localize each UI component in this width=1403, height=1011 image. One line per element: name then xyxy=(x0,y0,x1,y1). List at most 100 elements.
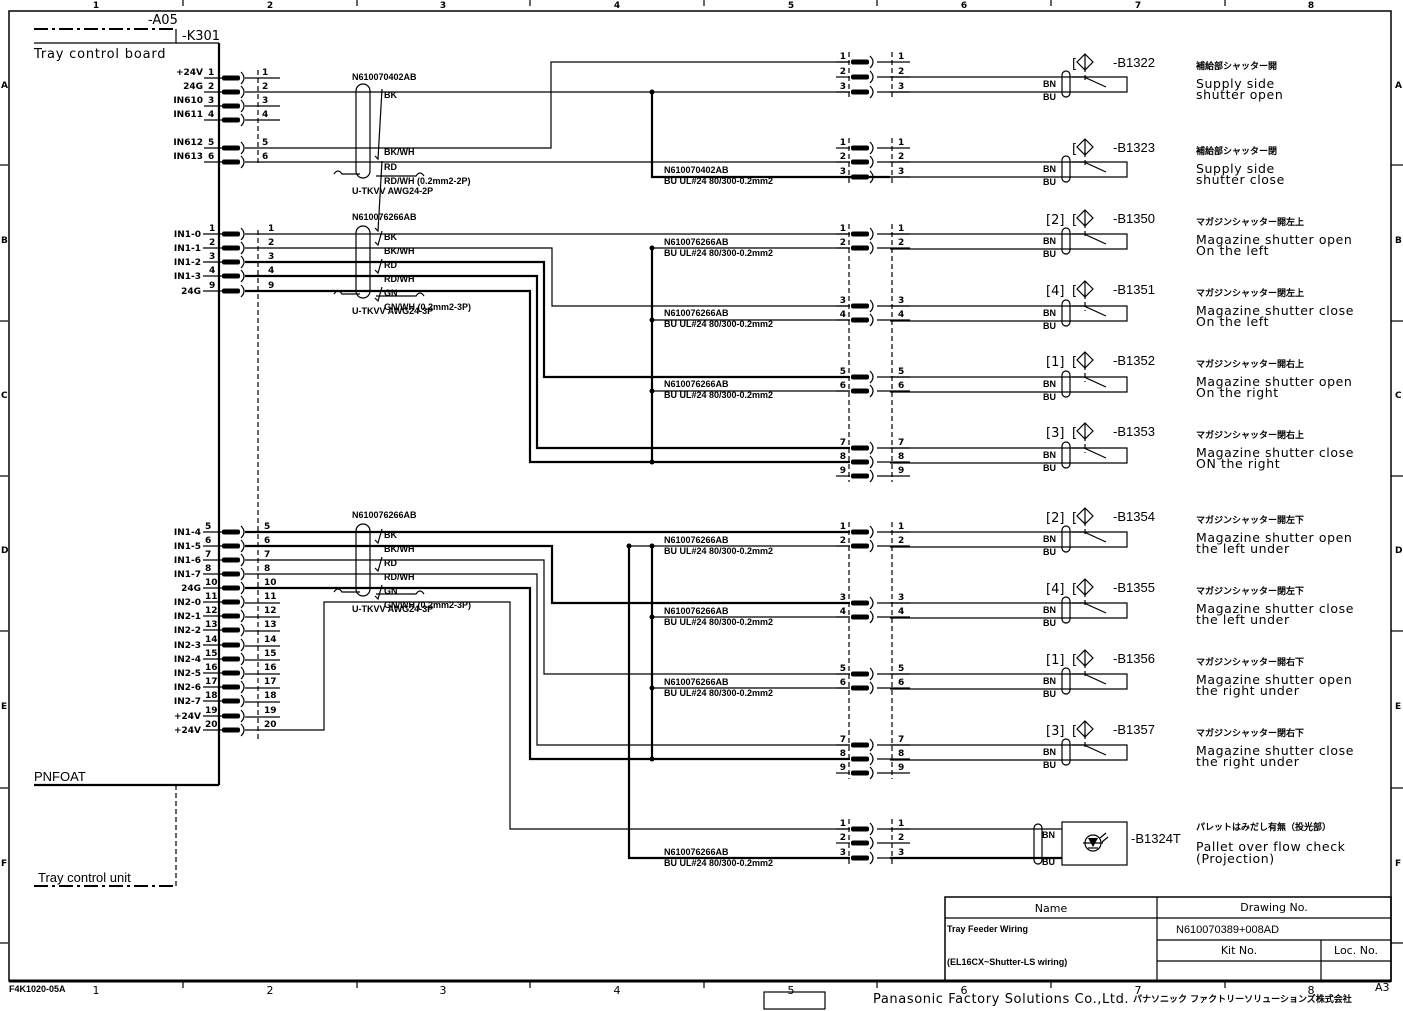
relay-pin-number: 7 xyxy=(840,438,846,448)
pin-body xyxy=(851,59,869,65)
photo-sensor-b1324t: -B1324T パレットはみだし有無（投光部） Pallet over flow… xyxy=(1033,821,1345,867)
kit-no-header: Kit No. xyxy=(1221,944,1257,957)
exin-signal: 24G xyxy=(181,287,201,297)
connector-pin xyxy=(222,666,245,680)
pin-socket xyxy=(240,539,245,553)
cable-part-number: N610076266AB xyxy=(352,212,417,222)
relay-pin-number: 9 xyxy=(840,466,846,476)
sensor-desc-line1: Magazine shutter close xyxy=(1196,743,1354,758)
exin-pin-number: 16 xyxy=(205,663,218,673)
relay-pin-number: 5 xyxy=(840,664,846,674)
wire-tag-bn: BN xyxy=(1043,450,1056,460)
sensor-index: [2] xyxy=(1046,511,1064,526)
sensor-cable-sleeve xyxy=(1061,441,1071,469)
bracket-glyph: [ xyxy=(1072,57,1077,72)
relay-pin-number: 1 xyxy=(840,52,846,62)
connector-pin xyxy=(222,581,245,595)
sensor-desc-line1: Magazine shutter open xyxy=(1196,672,1352,687)
sensor-desc-line1: Magazine shutter open xyxy=(1196,374,1352,389)
pin-body xyxy=(222,557,240,563)
column-label-top: 2 xyxy=(267,1,273,11)
relay-pin-number: 1 xyxy=(898,138,904,148)
pin-body xyxy=(222,684,240,690)
column-label-bottom: 4 xyxy=(614,984,621,997)
relay-pin-number: 2 xyxy=(898,67,904,77)
relay-pin-number: 2 xyxy=(898,536,904,546)
sensor-desc-line2: the left under xyxy=(1196,612,1290,627)
bu-wire-part: N610070402AB xyxy=(664,165,729,175)
sensor-desc-line2: ON the right xyxy=(1196,456,1280,471)
exin-signal: +24V xyxy=(174,712,201,722)
sensor-desc-jp: 補給部シャッター開 xyxy=(1195,60,1277,72)
pin-body xyxy=(851,543,869,549)
photo-sensor-desc-2: (Projection) xyxy=(1196,851,1275,866)
in2-signal: 24G xyxy=(183,82,203,92)
relay-pin-number: 6 xyxy=(898,678,904,688)
twisted-pair-mark xyxy=(374,230,383,247)
exink301-pin-number: 15 xyxy=(264,649,277,659)
relay-pin-number: 2 xyxy=(840,67,846,77)
column-label-top: 3 xyxy=(440,1,446,11)
junction-dot xyxy=(649,685,655,691)
pin-body xyxy=(851,600,869,606)
sensor-index: [2] xyxy=(1046,213,1064,228)
column-label-bottom: 7 xyxy=(1135,984,1142,997)
relay-pin-number: 1 xyxy=(898,224,904,234)
twisted-pair-mark xyxy=(374,584,383,601)
exin-signal: IN1-0 xyxy=(174,230,201,240)
sensor-loop xyxy=(890,233,1128,250)
in2-signal: IN612 xyxy=(173,138,203,148)
footer: F4K1020-05A A3 Panasonic Factory Solutio… xyxy=(9,981,1390,1010)
row-label-left: C xyxy=(1,391,8,401)
sensor-ref: -B1357 xyxy=(1113,722,1155,737)
wire-tag-bn: BN xyxy=(1043,534,1056,544)
connector-pin xyxy=(222,227,245,241)
pin-body xyxy=(222,259,240,265)
wire-color-label: RD xyxy=(384,260,397,270)
form-code: F4K1020-05A xyxy=(9,984,66,994)
sensor-ref: -B1323 xyxy=(1113,140,1155,155)
drawing-no-header: Drawing No. xyxy=(1240,901,1308,914)
relay-pin-number: 3 xyxy=(840,82,846,92)
pin-socket xyxy=(869,766,874,780)
wire-color-label: BK/WH xyxy=(384,544,415,554)
in2-signal: IN610 xyxy=(173,96,203,106)
wire-tag-bu: BU xyxy=(1043,463,1056,473)
exin-signal: IN1-3 xyxy=(174,272,201,282)
wire-color-label: RD/WH xyxy=(384,274,415,284)
connector-pin xyxy=(851,227,874,241)
relay-pin-number: 5 xyxy=(840,367,846,377)
drawing-frame xyxy=(8,10,1392,983)
twisted-pair-mark xyxy=(374,258,383,275)
relay-pin-number: 1 xyxy=(840,138,846,148)
company-name-jp: パナソニック ファクトリーソリューションズ株式会社 xyxy=(1133,993,1352,1005)
relay-pin-number: 7 xyxy=(898,438,904,448)
in2-pin-number: 1 xyxy=(208,68,214,78)
pin-body xyxy=(222,273,240,279)
exin-signal: IN2-0 xyxy=(174,598,201,608)
wire-color-label: GN xyxy=(384,288,398,298)
pin-socket xyxy=(240,241,245,255)
wire-in612 xyxy=(245,61,850,149)
proximity-sensor-icon: [ xyxy=(1072,351,1094,370)
bu-wire-part: N610076266AB xyxy=(664,847,729,857)
bracket-glyph: [ xyxy=(1072,582,1077,597)
wire-color-label: BK xyxy=(384,530,397,540)
pin-socket xyxy=(869,155,874,169)
pin-body xyxy=(851,742,869,748)
pin-socket xyxy=(240,525,245,539)
exin-signal: IN1-4 xyxy=(174,528,201,538)
pin-socket xyxy=(240,85,245,99)
drawing-name-line2: (EL16CX~Shutter-LS wiring) xyxy=(947,957,1067,967)
connector-pin xyxy=(222,567,245,581)
exin-signal: IN2-4 xyxy=(174,655,201,665)
exin-pin-number: 3 xyxy=(209,252,215,262)
relay-pin-number: 5 xyxy=(898,664,904,674)
pin-socket xyxy=(240,567,245,581)
wire-bu-photo xyxy=(627,546,850,860)
